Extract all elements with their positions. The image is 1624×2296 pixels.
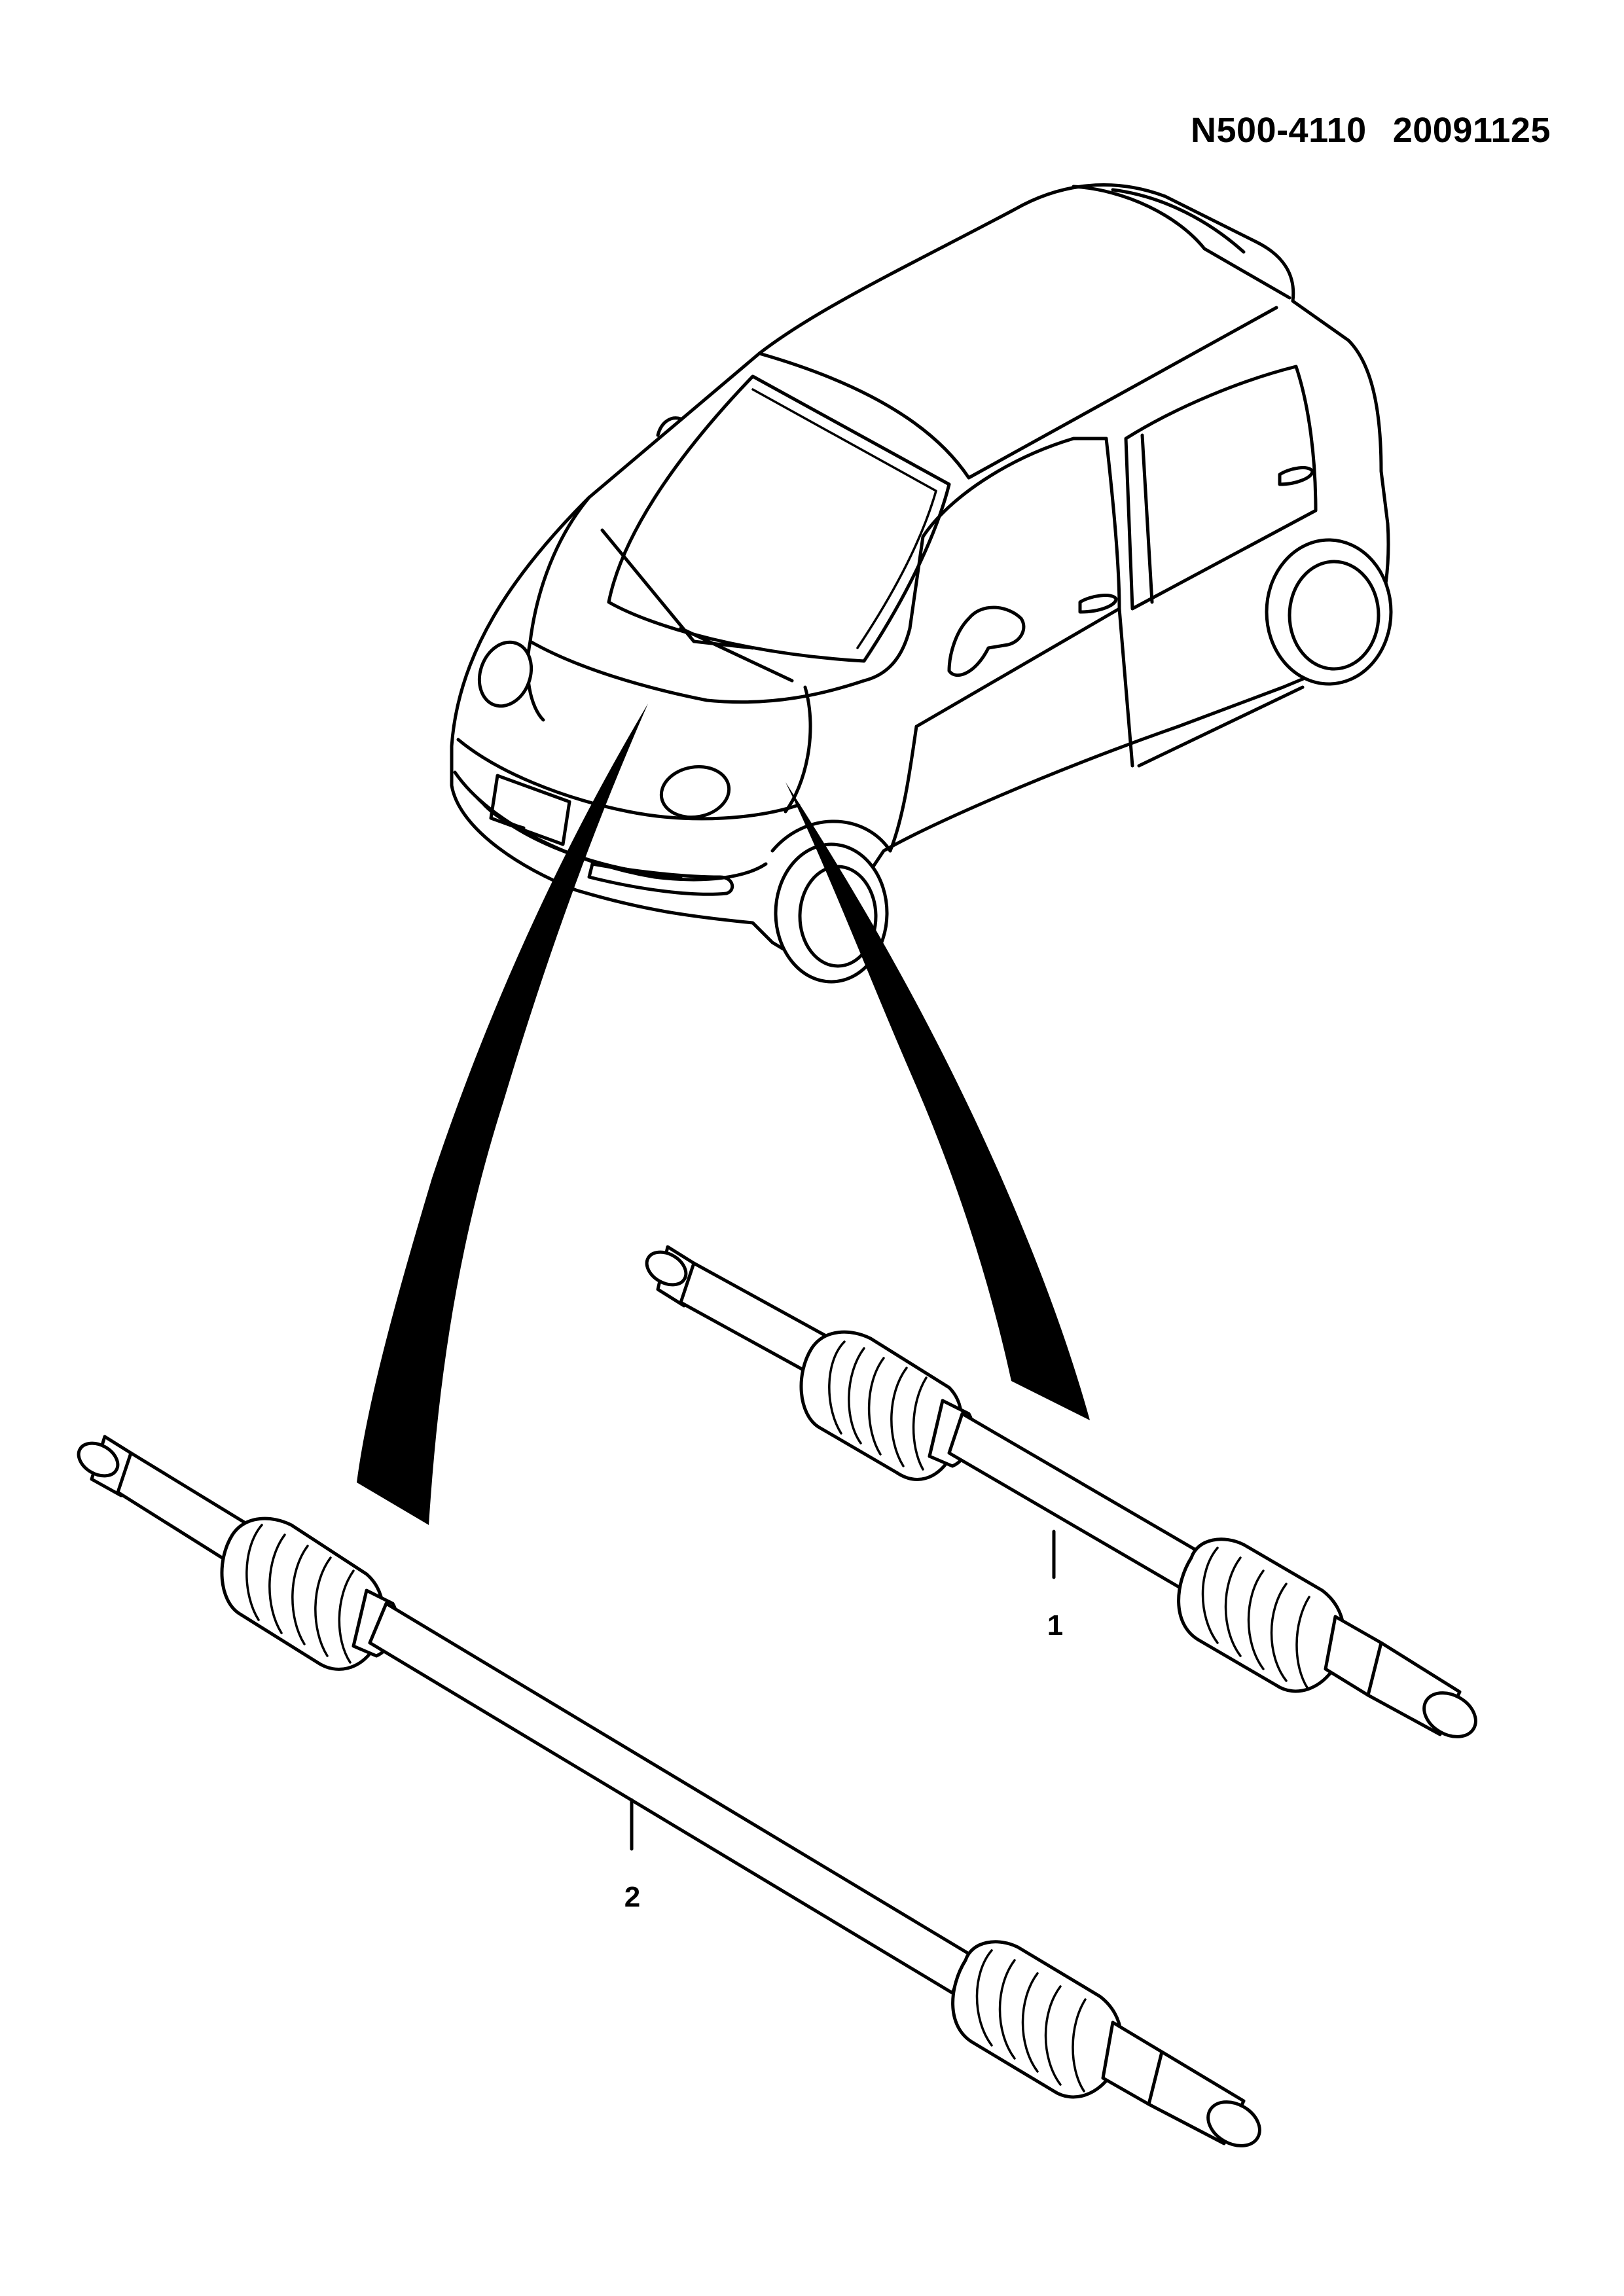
vehicle-illustration	[450, 183, 1393, 984]
pointer-left	[357, 704, 648, 1525]
date-code: 20091125	[1392, 111, 1551, 150]
drive-shaft-right	[645, 1245, 1477, 1738]
drawing-number: N500-4110	[1190, 111, 1367, 150]
callout-2: 2	[624, 1881, 641, 1913]
drive-shaft-left	[77, 1435, 1261, 2147]
drawing-code: N500-4110 20091125	[1191, 110, 1551, 151]
location-pointers	[357, 704, 1090, 1525]
pointer-right	[785, 782, 1090, 1420]
callout-1: 1	[1047, 1609, 1064, 1641]
